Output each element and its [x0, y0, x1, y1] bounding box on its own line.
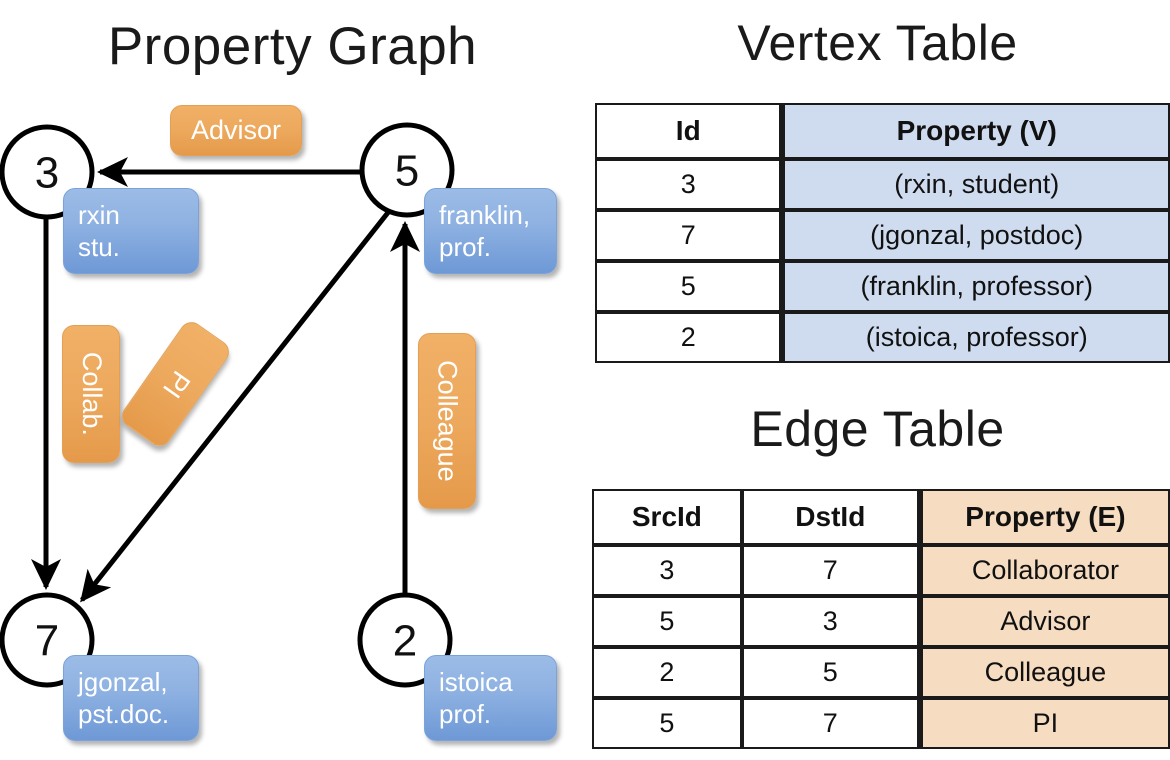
vertex-id-3: 3 [35, 149, 59, 198]
edge-cell-dstid: 7 [741, 545, 919, 596]
vertex-cell-property: (rxin, student) [781, 159, 1170, 210]
edge-cell-srcid: 2 [592, 647, 742, 698]
edge-property-chip-collab: Collab. [62, 325, 120, 463]
edge-cell-dstid: 3 [741, 596, 919, 647]
vertex-cell-id: 5 [595, 261, 782, 312]
page-title-vertex-table: Vertex Table [737, 15, 1018, 71]
vertex-cell-id: 2 [595, 312, 782, 363]
edge-table-header-property: Property (E) [918, 489, 1170, 545]
property-graph-diagram: 3 5 7 2 rxin stu. franklin, prof. jgonza… [0, 105, 557, 741]
vertex-property-chip-2: istoica prof. [424, 655, 557, 741]
vertex-cell-id: 3 [595, 159, 782, 210]
page-title-property-graph: Property Graph [107, 17, 478, 76]
table-row: 2 (istoica, professor) [595, 312, 1170, 363]
table-row: 3 (rxin, student) [595, 159, 1170, 210]
vertex-id-2: 2 [393, 617, 417, 666]
edge-table: SrcId DstId Property (E) 3 7 Collaborato… [592, 489, 1170, 749]
edge-property-chip-collab-label: Collab. [76, 351, 107, 437]
vertex-table: Id Property (V) 3 (rxin, student) 7 (jgo… [595, 103, 1170, 363]
table-row: 2 5 Colleague [592, 647, 1170, 698]
vertex-cell-id: 7 [595, 210, 782, 261]
vertex-property-chip-7: jgonzal, pst.doc. [63, 655, 199, 741]
vertex-cell-property: (istoica, professor) [781, 312, 1170, 363]
table-row: 5 (franklin, professor) [595, 261, 1170, 312]
vertex-table-header-property: Property (V) [781, 103, 1170, 159]
edge-5-to-7-pi [80, 208, 392, 603]
vertex-id-5: 5 [395, 147, 419, 196]
edge-cell-srcid: 3 [592, 545, 742, 596]
vertex-cell-property: (franklin, professor) [781, 261, 1170, 312]
vertex-property-chip-5: franklin, prof. [424, 188, 557, 274]
edge-cell-property: PI [918, 698, 1170, 749]
edge-cell-srcid: 5 [592, 596, 742, 647]
vertex-property-chip-3: rxin stu. [63, 188, 199, 274]
edge-property-chip-colleague: Colleague [418, 333, 476, 509]
table-row: 3 7 Collaborator [592, 545, 1170, 596]
edge-cell-dstid: 5 [741, 647, 919, 698]
edge-cell-property: Collaborator [918, 545, 1170, 596]
edge-cell-property: Advisor [918, 596, 1170, 647]
vertex-id-7: 7 [35, 617, 59, 666]
graph-canvas: 3 5 7 2 [0, 122, 455, 688]
table-row: 5 3 Advisor [592, 596, 1170, 647]
edge-cell-srcid: 5 [592, 698, 742, 749]
edge-table-header-row: SrcId DstId Property (E) [592, 489, 1170, 545]
edge-property-chip-advisor: Advisor [170, 105, 302, 156]
edge-cell-dstid: 7 [741, 698, 919, 749]
edge-property-chip-colleague-label: Colleague [432, 360, 463, 482]
table-row: 5 7 PI [592, 698, 1170, 749]
edge-table-header-dstid: DstId [741, 489, 919, 545]
page-title-edge-table: Edge Table [750, 401, 1005, 457]
edge-table-header-srcid: SrcId [592, 489, 742, 545]
edge-property-chip-pi-label: PI [156, 365, 196, 404]
vertex-table-header-row: Id Property (V) [595, 103, 1170, 159]
vertex-table-header-id: Id [595, 103, 782, 159]
edge-cell-property: Colleague [918, 647, 1170, 698]
vertex-cell-property: (jgonzal, postdoc) [781, 210, 1170, 261]
table-row: 7 (jgonzal, postdoc) [595, 210, 1170, 261]
